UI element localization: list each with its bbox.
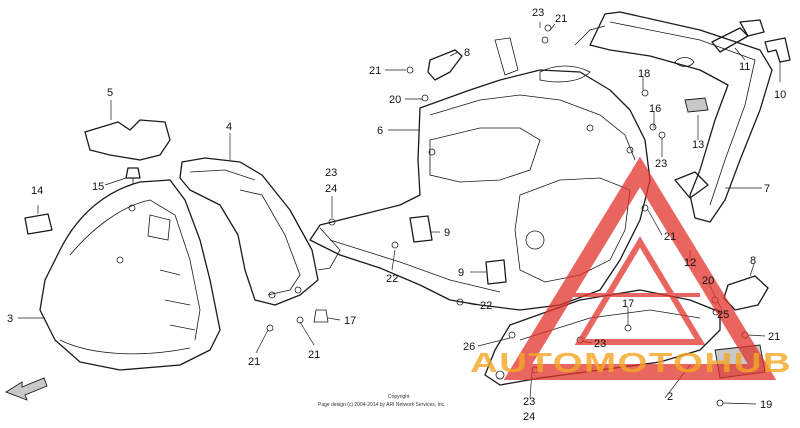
strip-part-12: [674, 171, 709, 199]
callout-3: 3: [7, 313, 13, 325]
pad-part-14: [24, 213, 53, 235]
callout-8-top: 8: [464, 47, 470, 59]
callout-21-right-low: 21: [768, 331, 780, 343]
callout-7: 7: [764, 183, 770, 195]
callout-24-left: 24: [325, 183, 337, 195]
callout-17-right: 17: [622, 298, 634, 310]
callout-18: 18: [638, 68, 650, 80]
callout-24-bottom: 24: [523, 411, 535, 423]
callout-9-a: 9: [444, 227, 450, 239]
callout-12: 12: [684, 257, 696, 269]
front-arrow-icon: [4, 377, 48, 401]
callout-14: 14: [31, 185, 43, 197]
callout-22-b: 22: [480, 300, 492, 312]
callout-4: 4: [226, 121, 232, 133]
callout-11: 11: [739, 61, 750, 73]
callouts: 5 4 14 15 3 23 24 21 21 17 6 23 21 8 21 …: [7, 7, 786, 423]
callout-21-mid: 21: [369, 65, 381, 77]
callout-26: 26: [463, 341, 475, 353]
watermark-brand: AUTOMOTOHUB: [470, 347, 792, 378]
bracket-part-9-b: [485, 259, 507, 285]
callout-25: 25: [717, 309, 729, 321]
callout-23-right: 23: [655, 158, 667, 170]
lid-part-8-lower: [723, 275, 769, 311]
watermark-logo: [503, 156, 777, 380]
callout-9-b: 9: [458, 267, 464, 279]
callout-2: 2: [667, 391, 673, 403]
callout-16: 16: [649, 103, 661, 115]
callout-23-left: 23: [325, 167, 337, 179]
screen-part-7: [574, 11, 773, 223]
callout-22-a: 22: [386, 273, 398, 285]
callout-10: 10: [774, 89, 786, 101]
cover-part-5: [84, 119, 171, 161]
callout-17-left: 17: [344, 315, 356, 327]
callout-23-lower: 23: [594, 338, 606, 350]
callout-21-right-mid: 21: [664, 231, 676, 243]
callout-20-mid: 20: [389, 94, 401, 106]
grommet-part-15: [125, 167, 141, 184]
bracket-part-9-a: [409, 215, 433, 243]
watermark-triangle-outer: [503, 156, 777, 380]
callout-20-lower: 20: [702, 275, 714, 287]
callout-21-top: 21: [555, 13, 567, 25]
clip-part-10: [764, 37, 791, 63]
inner-fender-part-3: [39, 179, 221, 371]
bulb-part-11: [711, 19, 765, 53]
callout-21-a: 21: [248, 356, 260, 368]
callout-23-bottom: 23: [523, 396, 535, 408]
callout-15: 15: [92, 181, 104, 193]
callout-13: 13: [692, 139, 704, 151]
callout-23-top: 23: [532, 7, 544, 19]
lid-part-8-upper: [427, 49, 463, 81]
callout-8-lower: 8: [750, 255, 756, 267]
copyright-line-2: Page design (c) 2004-2014 by ARI Network…: [318, 402, 446, 408]
main-cover-part-6: [309, 37, 651, 311]
copyright-line-1: Copyright: [388, 394, 410, 400]
callout-19: 19: [760, 399, 772, 411]
center-fender-part-4: [179, 157, 319, 306]
callout-21-b: 21: [308, 349, 320, 361]
callout-5: 5: [107, 87, 113, 99]
callout-6: 6: [377, 125, 383, 137]
watermark-triangle-inner: [574, 236, 706, 345]
